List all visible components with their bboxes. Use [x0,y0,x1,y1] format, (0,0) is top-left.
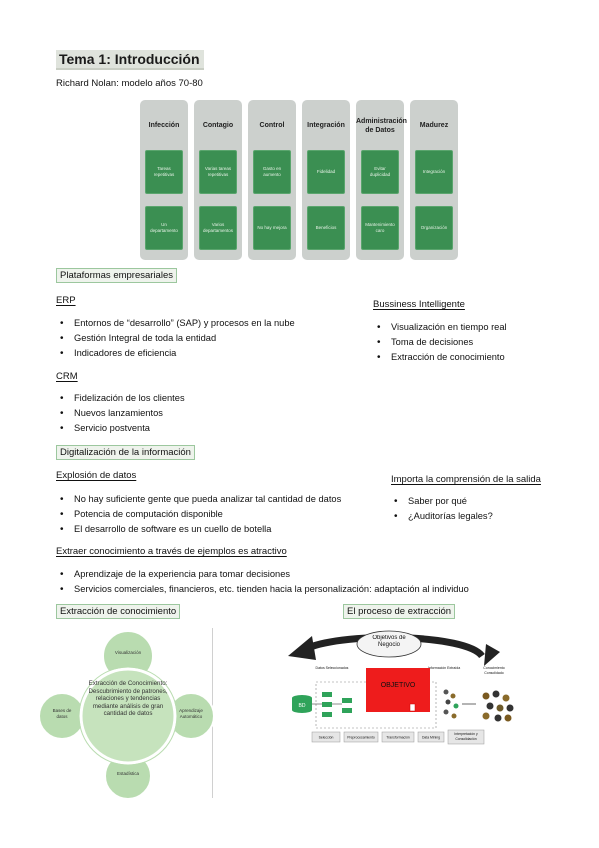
step-box [417,731,445,743]
list-item: Visualización en tiempo real [375,320,507,335]
extracted-info-dots [443,689,459,719]
crm-list: Fidelización de los clientes Nuevos lanz… [58,391,185,436]
top-label: Visualización [114,650,142,655]
stage-top-box: Gasto en aumento [253,150,291,194]
circle-center-ring [78,666,178,766]
cloud-shape [356,630,422,658]
stage-madurez: Madurez Integración Organización [410,100,458,260]
importa-list: Saber por qué ¿Auditorías legales? [392,494,493,524]
list-item: Servicios comerciales, financieros, etc.… [58,582,469,597]
circle-center [79,667,177,765]
list-item: No hay suficiente gente que pueda analiz… [58,492,341,507]
list-item: Indicadores de eficiencia [58,346,295,361]
crm-heading: CRM [56,371,78,382]
erp-list: Entornos de “desarrollo” (SAP) y proceso… [58,316,295,361]
step-box [447,729,485,745]
bottom-label: Estadística [116,771,139,776]
left-label: Bases de datos [52,708,72,719]
cloud-label: Objetivos de Negocio [372,635,406,648]
list-item: Entornos de “desarrollo” (SAP) y proceso… [58,316,295,331]
stage-bottom-box: Mantenimiento caro [361,206,399,250]
extraction-process-diagram: Objetivos de Negocio Datos Seleccionados… [288,630,514,745]
data-box [342,708,352,713]
col-datos: Datos Seleccionados [315,666,349,670]
col-info: Información Extraída [427,666,461,670]
section-proceso: El proceso de extracción [343,604,456,619]
center-text: Extracción de Conocimiento: Descubrimien… [88,680,168,718]
stage-bottom-box: No hay mejora [253,206,291,250]
bi-heading: Bussiness Intelligente [373,299,465,310]
step-label: Interpretación y Consolidación [454,732,478,741]
col-conoc: Conocimiento Consolidado [483,666,505,675]
data-box [322,702,332,707]
step-label: Selección [319,736,334,740]
knowledge-extraction-diagram: Extracción de Conocimiento: Descubrimien… [38,630,214,800]
step-label: Transformación [386,736,410,740]
stage-bottom-box: Un departamento [145,206,183,250]
subtitle: Richard Nolan: modelo años 70-80 [56,78,203,89]
step-label: Preprocesamiento [347,736,375,740]
stage-title: Contagio [202,122,234,129]
stage-administracion: Administración de Datos Evitar duplicida… [356,100,407,260]
step-box [343,731,379,743]
importa-heading: Importa la comprensión de la salida [391,474,541,485]
section-extraccion: Extracción de conocimiento [56,604,181,619]
explosion-list: No hay suficiente gente que pueda analiz… [58,492,341,537]
stage-top-box: Evitar duplicidad [361,150,399,194]
objetivo-box [366,668,430,712]
knowledge-cluster [482,690,514,722]
extraer-list: Aprendizaje de la experiencia para tomar… [58,567,469,597]
objetivo-label: OBJETIVO [381,682,416,689]
stage-title: Infección [148,122,180,129]
list-item: El desarrollo de software es un cuello d… [58,522,341,537]
stage-title: Administración de Datos [356,118,407,134]
explosion-heading: Explosión de datos [56,470,137,481]
list-item: Servicio postventa [58,421,185,436]
right-label: Aprendizaje Automático [179,708,203,719]
list-item: Nuevos lanzamientos [58,406,185,421]
nolan-model-diagram: Infección Tareas repetitivas Un departam… [140,100,462,260]
list-item: Aprendizaje de la experiencia para tomar… [58,567,469,582]
arrow-head-right [484,644,500,666]
stage-bottom-box: Beneficios [307,206,345,250]
list-item: ¿Auditorías legales? [392,509,493,524]
arrow-head-left [288,636,316,660]
erp-heading: ERP [56,295,76,306]
stage-title: Control [259,122,285,129]
section-digitalizacion: Digitalización de la información [56,445,195,460]
stage-bottom-box: Organización [415,206,453,250]
stage-top-box: Tareas repetitivas [145,150,183,194]
stage-top-box: Varias tareas repetitivas [199,150,237,194]
stage-integracion: Integración Fidelidad Beneficios [302,100,350,260]
page-title: Tema 1: Introducción [56,50,204,70]
bd-cylinder-body [292,698,312,710]
list-item: Saber por qué [392,494,493,509]
data-box [322,712,332,717]
stage-control: Control Gasto en aumento No hay mejora [248,100,296,260]
stage-infeccion: Infección Tareas repetitivas Un departam… [140,100,188,260]
step-box [311,731,341,743]
stage-bottom-box: Varios departamentos [199,206,237,250]
stage-title: Madurez [419,122,449,129]
data-box [322,692,332,697]
step-box [381,731,415,743]
list-item: Potencia de computación disponible [58,507,341,522]
step-label: Data Mining [422,736,440,740]
bi-list: Visualización en tiempo real Toma de dec… [375,320,507,365]
stage-contagio: Contagio Varias tareas repetitivas Vario… [194,100,242,260]
list-item: Extracción de conocimiento [375,350,507,365]
data-box [342,698,352,703]
extraer-heading: Extraer conocimiento a través de ejemplo… [56,546,287,557]
list-item: Gestión Integral de toda la entidad [58,331,295,346]
list-item: Toma de decisiones [375,335,507,350]
list-item: Fidelización de los clientes [58,391,185,406]
section-plataformas: Plataformas empresariales [56,268,177,283]
stage-top-box: Integración [415,150,453,194]
bd-label: BD [299,703,306,709]
stage-top-box: Fidelidad [307,150,345,194]
stage-title: Integración [307,122,345,129]
